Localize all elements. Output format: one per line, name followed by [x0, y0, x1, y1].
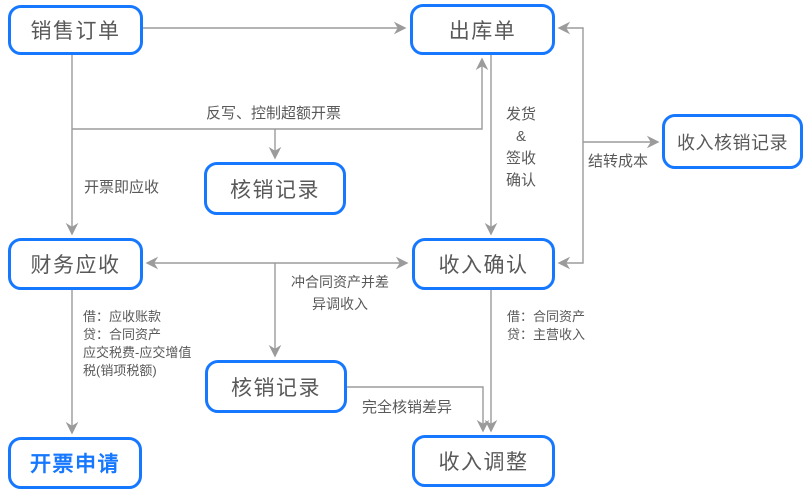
ledger-revenue-note: 借：合同资产 贷：主营收入: [507, 308, 585, 344]
node-writeoff-record-bottom[interactable]: 核销记录: [205, 360, 347, 413]
node-revenue-adjustment[interactable]: 收入调整: [412, 435, 555, 487]
label-full-writeoff: 完全核销差异: [362, 399, 453, 416]
label-ship-line3: 签收: [505, 150, 536, 167]
node-outbound-order[interactable]: 出库单: [410, 4, 555, 55]
label-ship-sign-confirm: 发货 & 签收 确认: [496, 104, 546, 192]
label-ship-line2: &: [515, 128, 526, 145]
edge-junction-outbound-revenue: [557, 21, 584, 270]
node-finance-receivable-label: 财务应收: [30, 254, 121, 277]
node-revenue-adjustment-label: 收入调整: [438, 451, 529, 474]
node-writeoff-record-bottom-label: 核销记录: [231, 376, 321, 400]
ledger-revenue-line2: 贷：主营收入: [507, 327, 586, 342]
label-ship-line1: 发货: [505, 106, 536, 123]
label-offset-contract-asset: 冲合同资产并差 异调收入: [277, 271, 403, 315]
label-invoice-to-receivable: 开票即应收: [84, 179, 160, 196]
edge-writeback-to-outbound: [72, 57, 489, 130]
ledger-receivable-line2: 贷：合同资产: [83, 327, 162, 342]
label-ship-line4: 确认: [505, 172, 536, 189]
ledger-receivable-line1: 借：应收账款: [83, 309, 162, 324]
node-sales-order-label: 销售订单: [30, 20, 121, 43]
label-carryover-cost: 结转成本: [588, 153, 649, 170]
node-invoice-application[interactable]: 开票申请: [8, 437, 142, 489]
node-revenue-writeoff-record[interactable]: 收入核销记录: [662, 114, 803, 169]
node-revenue-confirmation-label: 收入确认: [438, 254, 529, 277]
edge-writeoff-to-revenue-adjustment: [347, 386, 490, 433]
node-outbound-order-label: 出库单: [448, 19, 517, 43]
ledger-receivable-note: 借：应收账款 贷：合同资产 应交税费-应交增值 税(销项税额): [83, 308, 191, 380]
node-sales-order[interactable]: 销售订单: [8, 5, 143, 55]
label-writeback-control: 反写、控制超额开票: [206, 105, 342, 122]
node-writeoff-record-top-label: 核销记录: [230, 178, 320, 202]
ledger-receivable-line4: 税(销项税额): [83, 363, 157, 378]
ledger-receivable-line3: 应交税费-应交增值: [83, 345, 192, 360]
label-offset-line1: 冲合同资产并差: [291, 274, 389, 290]
node-revenue-confirmation[interactable]: 收入确认: [412, 238, 555, 290]
ledger-revenue-line1: 借：合同资产: [507, 309, 586, 324]
node-invoice-application-label: 开票申请: [30, 453, 120, 476]
label-offset-line2: 异调收入: [312, 296, 368, 312]
node-writeoff-record-top[interactable]: 核销记录: [204, 162, 346, 215]
node-revenue-writeoff-record-label: 收入核销记录: [677, 132, 788, 153]
node-finance-receivable[interactable]: 财务应收: [8, 238, 143, 290]
